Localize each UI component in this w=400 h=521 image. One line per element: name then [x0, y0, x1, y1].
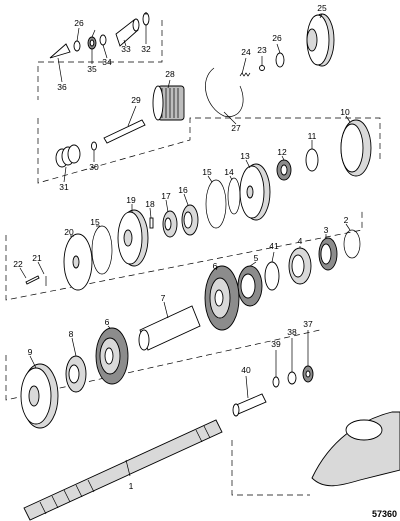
callout-3: 3	[324, 225, 329, 235]
part-6-gear	[204, 265, 240, 331]
callout-13: 13	[240, 151, 250, 161]
part-33-sleeve	[115, 18, 140, 47]
callout-1: 1	[129, 481, 134, 491]
part-36-tip	[49, 43, 71, 59]
callout-30: 30	[89, 162, 99, 172]
callout-32: 32	[141, 44, 151, 54]
callout-31: 31	[59, 182, 69, 192]
callout-23: 23	[257, 45, 267, 55]
part-34-washer	[99, 34, 107, 46]
part-28-bearing	[152, 85, 185, 121]
callout-16: 16	[178, 185, 188, 195]
callout-9: 9	[28, 347, 33, 357]
part-5-bearing	[237, 265, 263, 307]
part-26-ring-b	[275, 52, 285, 68]
callout-36: 36	[57, 82, 67, 92]
part-15-oring	[205, 179, 227, 229]
callout-35: 35	[87, 64, 97, 74]
group-boundary-bottom	[231, 440, 310, 496]
part-3-bearing	[318, 237, 338, 271]
callout-14: 14	[224, 167, 234, 177]
part-8-bearing	[65, 355, 87, 393]
part-40-bushing	[232, 393, 267, 417]
part-11-washer	[305, 148, 319, 172]
part-18-pin	[149, 217, 154, 229]
part-7-sleeve	[138, 305, 201, 351]
part-1-shaft	[23, 419, 223, 521]
part-30-washer	[91, 141, 97, 151]
callout-19: 19	[126, 195, 136, 205]
callout-33: 33	[121, 44, 131, 54]
callout-39: 39	[271, 339, 281, 349]
callout-8: 8	[69, 329, 74, 339]
part-2-ring	[343, 229, 361, 259]
part-31-springs	[55, 144, 81, 168]
part-23-ball	[259, 65, 265, 71]
callout-29: 29	[131, 95, 141, 105]
part-27-snap-ring	[205, 67, 244, 117]
group-boundary-upper	[37, 117, 381, 184]
callout-2: 2	[344, 215, 349, 225]
callout-15: 15	[202, 167, 212, 177]
part-9-clutch	[20, 363, 59, 429]
part-22-bolt	[25, 275, 40, 285]
callout-40: 40	[241, 365, 251, 375]
callout-37: 37	[303, 319, 313, 329]
callout-41: 41	[269, 241, 279, 251]
callout-12: 12	[277, 147, 287, 157]
part-19-plate	[117, 209, 149, 267]
callout-17: 17	[161, 191, 171, 201]
callout-18: 18	[145, 199, 155, 209]
callout-5: 5	[254, 253, 259, 263]
part-25-flange	[306, 13, 335, 67]
part-15-oring-b	[91, 225, 113, 275]
part-35-nut	[87, 36, 97, 50]
part-41-washer	[264, 261, 280, 291]
callout-27: 27	[231, 123, 241, 133]
callout-28: 28	[165, 69, 175, 79]
callout-38: 38	[287, 327, 297, 337]
callout-22: 22	[13, 259, 23, 269]
callout-25: 25	[317, 3, 327, 13]
part-14-retainer	[227, 177, 241, 215]
figure-id: 57360	[372, 509, 397, 519]
callout-34: 34	[102, 57, 112, 67]
part-29-pin	[103, 119, 146, 144]
housing	[311, 411, 400, 487]
part-39-washer	[272, 376, 280, 388]
callout-11: 11	[308, 131, 317, 141]
part-6-gear-b	[95, 327, 129, 385]
callout-15b: 15	[90, 217, 100, 227]
part-13-plate	[239, 163, 271, 221]
part-26-ring	[73, 40, 81, 52]
callout-7: 7	[161, 293, 166, 303]
part-16-bearing	[181, 204, 199, 236]
group-boundary-top	[37, 20, 163, 100]
callout-6: 6	[213, 261, 218, 271]
callout-24: 24	[241, 47, 251, 57]
part-38-washer	[287, 371, 297, 385]
part-20-disc	[63, 233, 93, 291]
group-boundary-lower	[5, 329, 321, 401]
callout-10: 10	[340, 107, 350, 117]
callout-6b: 6	[105, 317, 110, 327]
part-12-nut	[276, 159, 292, 181]
callout-26: 26	[74, 18, 84, 28]
part-17-hub	[162, 210, 178, 238]
callout-21: 21	[32, 253, 42, 263]
part-24-spring	[239, 72, 251, 77]
callout-20: 20	[64, 227, 74, 237]
part-10-ring	[340, 119, 372, 177]
callout-4: 4	[298, 236, 303, 246]
group-boundary-middle	[5, 210, 363, 301]
callout-26b: 26	[272, 33, 282, 43]
part-4-race	[288, 247, 312, 285]
leader-lines	[19, 12, 351, 477]
part-37-nut	[302, 365, 314, 383]
